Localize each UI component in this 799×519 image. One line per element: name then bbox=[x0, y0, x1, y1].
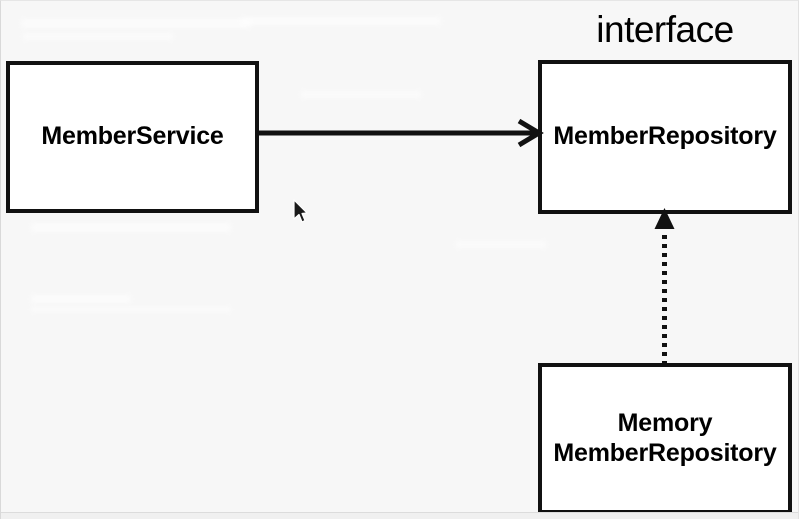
background-artifact bbox=[456, 241, 546, 248]
background-artifact bbox=[241, 17, 441, 25]
background-artifact bbox=[301, 91, 421, 98]
background-artifact bbox=[21, 19, 251, 28]
background-artifact bbox=[31, 307, 231, 312]
mouse-pointer-icon bbox=[293, 199, 308, 223]
realization-arrowhead bbox=[654, 208, 675, 229]
mouse-pointer-glyph bbox=[293, 199, 308, 223]
class-box-memory-member-repository-label: Memory MemberRepository bbox=[553, 409, 777, 467]
class-box-member-service-label: MemberService bbox=[41, 122, 224, 151]
class-box-member-repository[interactable]: MemberRepository bbox=[538, 60, 792, 214]
realization-arrow-memory-member-repository-to-member-repository bbox=[654, 208, 675, 365]
background-artifact bbox=[23, 33, 173, 40]
class-box-member-repository-label: MemberRepository bbox=[553, 122, 777, 151]
background-artifact bbox=[31, 223, 231, 232]
interface-stereotype-label: interface bbox=[596, 9, 734, 50]
slide-bottom-edge bbox=[1, 512, 798, 519]
class-box-memory-member-repository[interactable]: Memory MemberRepository bbox=[538, 363, 792, 514]
background-artifact bbox=[31, 295, 131, 303]
class-box-member-service[interactable]: MemberService bbox=[6, 61, 259, 213]
association-arrow-member-service-to-member-repository bbox=[257, 118, 544, 148]
association-arrowhead bbox=[517, 118, 544, 148]
